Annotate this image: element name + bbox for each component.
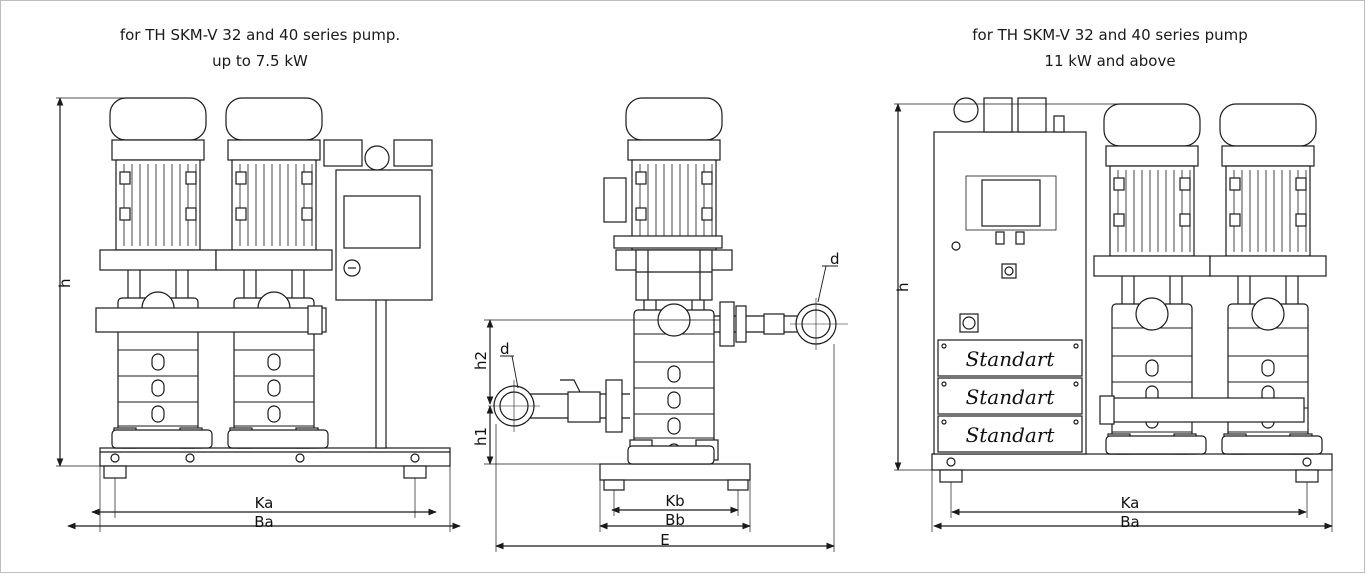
- brand-plate-text-3: Standart: [966, 423, 1056, 447]
- mid-kb-label: Kb: [665, 492, 684, 510]
- left-ba-label: Ba: [254, 513, 273, 531]
- left-motor-1: [99, 97, 217, 311]
- right-view: [894, 97, 1333, 532]
- brand-plate-text-2: Standart: [966, 385, 1056, 409]
- left-view: [56, 97, 461, 532]
- left-header-pipe: [95, 307, 327, 333]
- brand-plate-2: [937, 377, 1083, 415]
- left-caption: for TH SKM-V 32 and 40 series pump. up t…: [60, 22, 460, 74]
- right-caption-line2: 11 kW and above: [1044, 52, 1176, 70]
- right-caption-line1: for TH SKM-V 32 and 40 series pump: [972, 26, 1248, 44]
- mid-e-label: E: [660, 531, 669, 549]
- mid-h2-label: h2: [472, 351, 490, 370]
- mid-base-frame: [599, 463, 751, 481]
- left-motor-2: [215, 97, 333, 311]
- left-caption-line1: for TH SKM-V 32 and 40 series pump.: [119, 26, 401, 44]
- left-ka-label: Ka: [255, 494, 274, 512]
- right-h-label: h: [894, 282, 912, 292]
- right-caption: for TH SKM-V 32 and 40 series pump 11 kW…: [900, 22, 1320, 74]
- mid-bb-label: Bb: [665, 511, 685, 529]
- left-h-label: h: [56, 278, 74, 288]
- right-pump-2: [1223, 297, 1313, 455]
- right-motor-2: [1209, 103, 1327, 317]
- brand-plate-1: [937, 339, 1083, 377]
- mid-pump-body: [629, 303, 719, 461]
- right-base-frame: [931, 453, 1333, 471]
- right-header-pipe: [1103, 397, 1305, 423]
- middle-view: [484, 97, 848, 552]
- mid-d-top-label: d: [830, 250, 840, 268]
- mid-h1-label: h1: [472, 427, 490, 446]
- right-pump-1: [1107, 297, 1197, 455]
- left-base-frame: [99, 447, 451, 467]
- brand-plate-3: [937, 415, 1083, 453]
- brand-plate-text-1: Standart: [966, 347, 1056, 371]
- right-ba-label: Ba: [1120, 513, 1139, 531]
- mid-d-bottom-label: d: [500, 340, 510, 358]
- left-panel-stand: [375, 289, 387, 449]
- right-motor-1: [1093, 103, 1211, 317]
- left-caption-line2: up to 7.5 kW: [212, 52, 308, 70]
- right-ka-label: Ka: [1121, 494, 1140, 512]
